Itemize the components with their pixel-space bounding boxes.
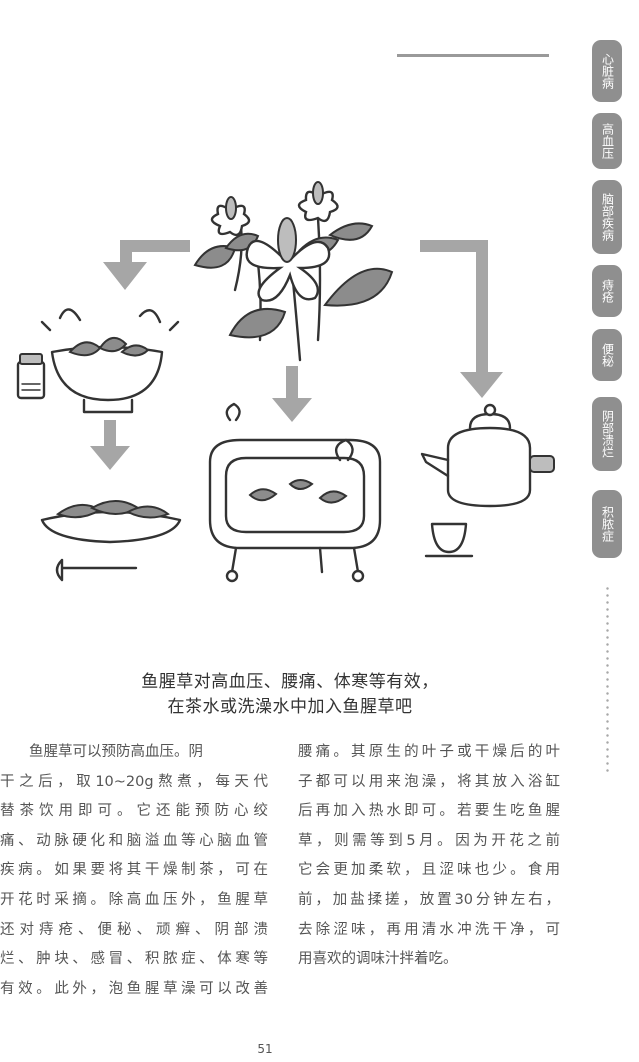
body-line: 腰痛。其原生的叶子或干燥后的叶 <box>298 744 560 760</box>
body-line: 烂、肿块、感冒、积脓症、体寒等 <box>0 951 268 968</box>
side-tab-brain-disease[interactable]: 脑部疾病 <box>592 180 622 254</box>
page-number: 51 <box>257 1042 273 1056</box>
body-line: 子都可以用来泡澡，将其放入浴缸 <box>298 773 560 790</box>
side-tab-hemorrhoids[interactable]: 痔疮 <box>592 265 622 317</box>
dotted-divider <box>606 585 609 775</box>
body-line: 还对痔疮、便秘、顽癣、阴部溃 <box>0 921 268 938</box>
body-line: 有效。此外，泡鱼腥草澡可以改善 <box>0 980 268 997</box>
body-line: 用喜欢的调味汁拌着吃。 <box>298 951 458 968</box>
body-line: 开花时采摘。除高血压外，鱼腥草 <box>0 891 268 908</box>
body-line: 前，加盐揉搓，放置30分钟左右， <box>298 891 560 908</box>
caption-line-1: 鱼腥草对高血压、腰痛、体寒等有效， <box>141 672 439 692</box>
herb-uses-illustration <box>16 181 555 583</box>
houttuynia-plant-icon <box>193 181 394 362</box>
body-line: 它会更加柔软，且涩味也少。食用 <box>298 862 560 879</box>
body-line: 草，则需等到5月。因为开花之前 <box>298 832 560 849</box>
body-line: 替茶饮用即可。它还能预防心绞 <box>0 803 268 820</box>
body-text-right-column: 腰痛。其原生的叶子或干燥后的叶 子都可以用来泡澡，将其放入浴缸 后再加入热水即可… <box>298 738 560 975</box>
bowl-rubbing-salt-icon <box>16 308 180 414</box>
side-tab-heart-disease[interactable]: 心脏病 <box>592 40 622 102</box>
teacup-icon <box>424 522 474 558</box>
teapot-icon <box>420 403 555 508</box>
body-line: 鱼腥草可以预防高血压。阴 <box>0 744 203 760</box>
body-line: 疾病。如果要将其干燥制茶，可在 <box>0 862 268 879</box>
side-tab-hypertension[interactable]: 高血压 <box>592 113 622 169</box>
body-line: 去除涩味，再用清水冲洗干净，可 <box>298 921 560 938</box>
side-tab-genital-ulcer[interactable]: 阴部溃烂 <box>592 397 622 471</box>
bathtub-icon <box>208 402 382 583</box>
process-arrows <box>90 240 503 470</box>
body-line: 痛、动脉硬化和脑溢血等心脑血管 <box>0 832 268 849</box>
side-tab-empyema[interactable]: 积脓症 <box>592 490 622 558</box>
side-tab-constipation[interactable]: 便秘 <box>592 329 622 381</box>
body-line: 干之后，取10~20g熬煮，每天代 <box>0 773 268 790</box>
header-rule <box>397 54 549 57</box>
body-line: 后再加入热水即可。若要生吃鱼腥 <box>298 803 560 820</box>
plate-salad-icon <box>40 500 182 582</box>
caption-line-2: 在茶水或洗澡水中加入鱼腥草吧 <box>167 697 413 717</box>
body-text-left-column: 鱼腥草可以预防高血压。阴 干之后，取10~20g熬煮，每天代 替茶饮用即可。它还… <box>0 738 268 1004</box>
